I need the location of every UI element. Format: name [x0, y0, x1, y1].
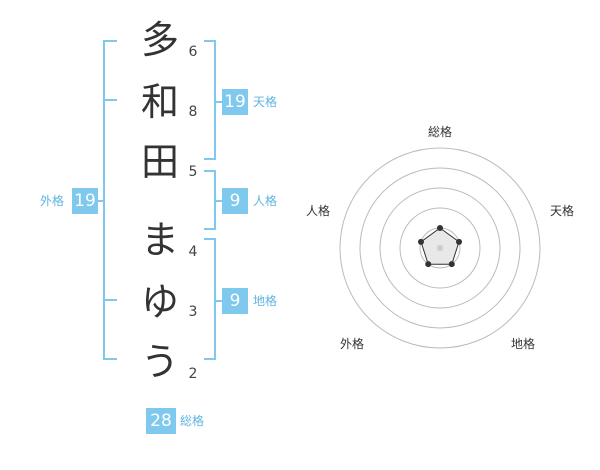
tenkaku-bracket-vertical	[214, 40, 216, 160]
chikaku-bracket-bottom	[204, 358, 216, 360]
stroke-count-5: 3	[188, 304, 198, 320]
name-char-5: ゆ	[140, 280, 179, 324]
chikaku-connector	[214, 300, 222, 302]
chikaku-bracket-vertical	[214, 238, 216, 360]
radar-point-tenkaku	[456, 238, 463, 245]
stroke-count-6: 2	[188, 366, 198, 382]
gaikaku-bracket-bottom	[103, 358, 117, 360]
radar-label-soukaku: 総格	[428, 125, 453, 139]
jinkaku-connector	[214, 200, 222, 202]
name-char-2: 和	[140, 80, 179, 124]
jinkaku-label: 人格	[253, 194, 278, 208]
radar-data	[417, 225, 463, 268]
radar-grid-ring-3	[379, 187, 501, 309]
radar-label-jinkaku: 人格	[306, 204, 331, 218]
radar-label-gaikaku: 外格	[340, 337, 365, 351]
name-char-6: う	[140, 340, 179, 384]
gaikaku-connector	[98, 200, 104, 202]
jinkaku-bracket-top	[204, 170, 216, 172]
radar-label-chikaku: 地格	[511, 337, 536, 351]
stroke-count-2: 8	[188, 104, 198, 120]
gaikaku-bracket-tick-2	[103, 299, 117, 301]
radar-center-point	[437, 245, 443, 251]
radar-point-chikaku	[448, 261, 455, 268]
chikaku-value: 9	[222, 288, 248, 314]
radar-point-soukaku	[437, 225, 443, 231]
gaikaku-label: 外格	[40, 194, 65, 208]
radar-grid-ring-4	[359, 167, 521, 329]
jinkaku-bracket-bottom	[204, 228, 216, 230]
tenkaku-label: 天格	[253, 95, 278, 109]
name-char-1: 多	[140, 18, 179, 62]
radar-point-gaikaku	[425, 261, 432, 268]
chikaku-bracket-top	[204, 238, 216, 240]
soukaku-value: 28	[146, 408, 176, 434]
gaikaku-value: 19	[72, 188, 98, 214]
soukaku-label: 総格	[180, 414, 205, 428]
tenkaku-bracket-bottom	[204, 158, 216, 160]
gaikaku-bracket-tick-1	[103, 99, 117, 101]
radar-point-jinkaku	[417, 238, 424, 245]
radar-grid-ring-2	[399, 207, 481, 289]
gaikaku-bracket-vertical	[103, 40, 105, 360]
radar-grid-ring-5	[339, 147, 541, 349]
tenkaku-connector	[214, 101, 222, 103]
stroke-count-1: 6	[188, 44, 198, 60]
jinkaku-value: 9	[222, 188, 248, 214]
chikaku-label: 地格	[253, 294, 278, 308]
name-char-3: 田	[140, 140, 179, 184]
tenkaku-bracket-top	[204, 40, 216, 42]
name-char-4: ま	[140, 218, 179, 262]
stroke-count-4: 4	[188, 244, 198, 260]
gaikaku-bracket-top	[103, 40, 117, 42]
stroke-count-3: 5	[188, 164, 198, 180]
radar-label-tenkaku: 天格	[550, 204, 575, 218]
tenkaku-value: 19	[222, 89, 248, 115]
